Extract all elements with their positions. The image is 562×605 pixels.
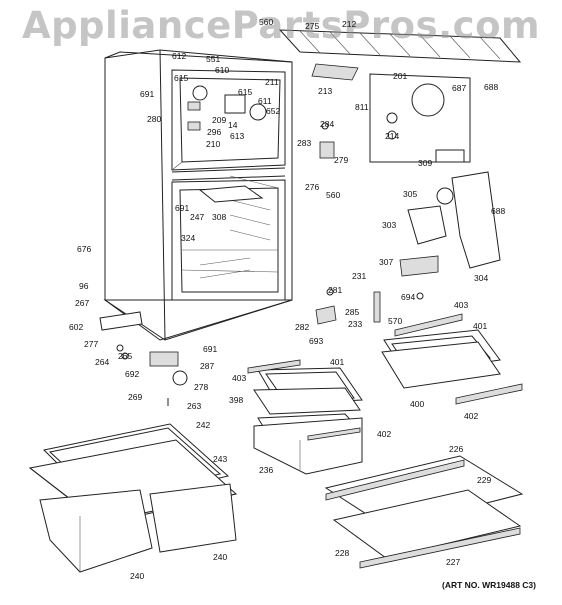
part-label: 611 <box>258 96 272 106</box>
part-label: 211 <box>265 77 279 87</box>
part-label: 560 <box>326 190 341 200</box>
part-label: 307 <box>379 257 394 267</box>
part-label: 264 <box>95 357 110 367</box>
part-label: 279 <box>334 155 349 165</box>
part-label: 570 <box>388 316 403 326</box>
part-label: 269 <box>128 392 143 402</box>
part-label: 247 <box>190 212 205 222</box>
wire-shelf-212 <box>278 29 522 63</box>
part-label: 240 <box>213 552 228 562</box>
part-label: 688 <box>491 206 506 216</box>
part-label: 201 <box>393 71 408 81</box>
crisper-drawers <box>39 483 237 573</box>
bottom-shelf <box>324 455 524 569</box>
trim-402-right <box>455 383 523 405</box>
fasteners <box>116 122 424 406</box>
cover-213 <box>311 63 359 81</box>
part-label: 694 <box>401 292 416 302</box>
part-label: 309 <box>418 158 433 168</box>
part-label: 209 <box>212 115 227 125</box>
part-label: 212 <box>342 19 357 29</box>
part-label: 231 <box>352 271 367 281</box>
trim-402-left <box>307 427 361 441</box>
part-label: 278 <box>194 382 209 392</box>
part-label: 560 <box>259 17 274 27</box>
part-label: 276 <box>305 182 320 192</box>
part-label: 275 <box>305 21 320 31</box>
part-label: 236 <box>259 465 274 475</box>
part-label: 14 <box>228 120 238 130</box>
part-label: 401 <box>473 321 488 331</box>
part-label: 304 <box>474 273 489 283</box>
part-label: 287 <box>200 361 215 371</box>
part-label: 551 <box>206 54 221 64</box>
part-label: 652 <box>266 106 281 116</box>
part-label: 229 <box>477 475 492 485</box>
part-label: 691 <box>203 344 218 354</box>
part-label: 227 <box>446 557 461 567</box>
part-label: 228 <box>335 548 350 558</box>
part-label: 400 <box>410 399 425 409</box>
part-label: 308 <box>212 212 227 222</box>
part-label: 403 <box>232 373 247 383</box>
glass-shelf-left <box>253 367 363 475</box>
part-label: 401 <box>330 357 345 367</box>
part-label: 398 <box>229 395 244 405</box>
part-label: 265 <box>118 351 133 361</box>
part-label: 615 <box>238 87 253 97</box>
part-label: 296 <box>207 127 222 137</box>
trim-403-left <box>247 359 301 374</box>
part-label: 96 <box>79 281 89 291</box>
glass-shelf-right <box>381 329 501 389</box>
part-label: 303 <box>382 220 397 230</box>
part-label: 402 <box>377 429 392 439</box>
part-label: 282 <box>295 322 310 332</box>
part-label: 210 <box>206 139 221 149</box>
control-housing <box>399 171 501 277</box>
part-label: 277 <box>84 339 99 349</box>
part-label: 226 <box>449 444 464 454</box>
part-label: 676 <box>77 244 92 254</box>
part-label: 613 <box>230 131 245 141</box>
part-label: 243 <box>213 454 228 464</box>
refrigerator-cabinet <box>99 49 293 341</box>
part-label: 233 <box>348 319 363 329</box>
part-label: 693 <box>309 336 324 346</box>
part-label: 692 <box>125 369 140 379</box>
art-number: (ART NO. WR19488 C3) <box>442 580 536 590</box>
part-label: 615 <box>174 73 189 83</box>
part-label: 283 <box>297 138 312 148</box>
part-label: 281 <box>328 285 343 295</box>
part-label: 305 <box>403 189 418 199</box>
part-label: 213 <box>318 86 333 96</box>
part-label: 691 <box>140 89 155 99</box>
part-label: 602 <box>69 322 84 332</box>
part-label: 240 <box>130 571 145 581</box>
part-label: 612 <box>172 51 187 61</box>
part-label: 403 <box>454 300 469 310</box>
part-label: 687 <box>452 83 467 93</box>
part-label: 284 <box>320 119 335 129</box>
fan-motor-assembly <box>187 85 267 131</box>
part-label: 610 <box>215 65 230 75</box>
part-label: 285 <box>345 307 360 317</box>
trim-403-right <box>394 313 463 337</box>
part-label: 402 <box>464 411 479 421</box>
part-label: 214 <box>385 131 400 141</box>
part-label: 242 <box>196 420 211 430</box>
part-label: 688 <box>484 82 499 92</box>
part-label: 324 <box>181 233 196 243</box>
part-label: 267 <box>75 298 90 308</box>
part-label: 691 <box>175 203 190 213</box>
part-label: 263 <box>187 401 202 411</box>
part-label: 280 <box>147 114 162 124</box>
panel-201 <box>369 73 471 163</box>
part-label: 811 <box>355 102 369 112</box>
